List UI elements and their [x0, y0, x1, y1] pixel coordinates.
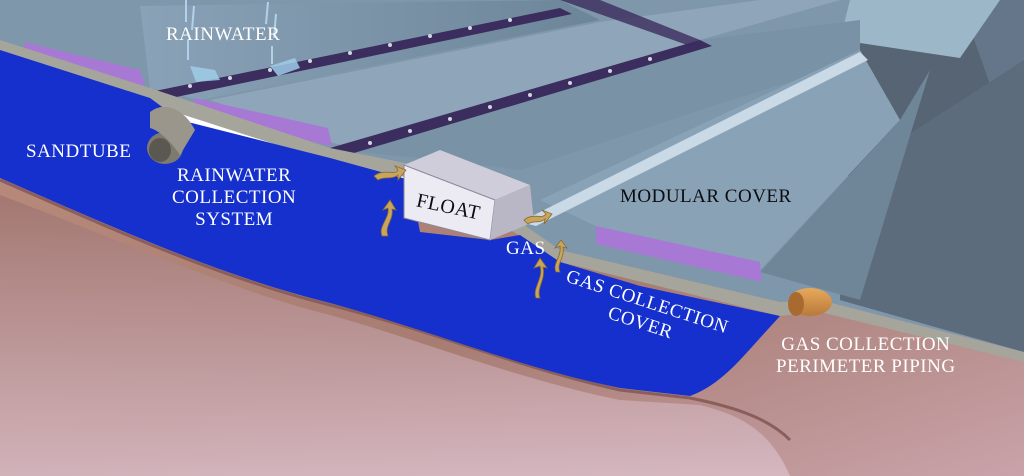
label-perimeter-line-1: GAS COLLECTION: [781, 334, 951, 355]
rain-channel-3: [560, 0, 700, 46]
rain-channel-1: [150, 8, 572, 100]
soil-cross-section: [0, 195, 790, 476]
label-rainwater-collection-line-3: SYSTEM: [195, 209, 274, 230]
channel-rivets: [188, 18, 652, 145]
gas-arrows: [373, 165, 568, 299]
rain-drops: [185, 0, 277, 64]
label-rainwater: RAINWATER: [166, 24, 281, 45]
liner-band: [0, 40, 1024, 362]
label-modular-cover: MODULAR COVER: [620, 186, 792, 207]
label-sandtube: SANDTUBE: [26, 141, 132, 162]
rain-channel-2: [330, 40, 712, 156]
modular-panel-3: [360, 20, 860, 170]
modular-panel-4: [540, 50, 900, 270]
lagoon-water: [0, 50, 780, 396]
perimeter-pipe-end: [788, 292, 804, 316]
right-slope-panel: [840, 60, 1024, 352]
label-rainwater-collection-system: RAINWATER COLLECTION SYSTEM: [172, 165, 296, 231]
rain-flow-arrows: [190, 58, 300, 82]
ballast-weight-3: [596, 226, 762, 282]
sandtube-body: [150, 106, 195, 155]
label-gas: GAS: [506, 238, 546, 259]
modular-panel-top-right: [840, 0, 1000, 58]
sandtube-end: [149, 138, 171, 162]
label-gas-collection-perimeter-piping: GAS COLLECTION PERIMETER PIPING: [776, 334, 956, 378]
float-top: [404, 150, 530, 200]
label-rainwater-collection-line-2: COLLECTION: [172, 187, 297, 208]
soil-liner-edge: [0, 178, 792, 442]
modular-panel-5: [760, 70, 930, 300]
ballast-weight-1: [24, 42, 145, 86]
label-rainwater-collection-line-1: RAINWATER: [176, 165, 292, 186]
ballast-weight-2: [194, 98, 332, 146]
float-side: [490, 185, 534, 240]
modular-panel-highlight: [520, 52, 868, 226]
label-perimeter-line-2: PERIMETER PIPING: [776, 356, 956, 377]
